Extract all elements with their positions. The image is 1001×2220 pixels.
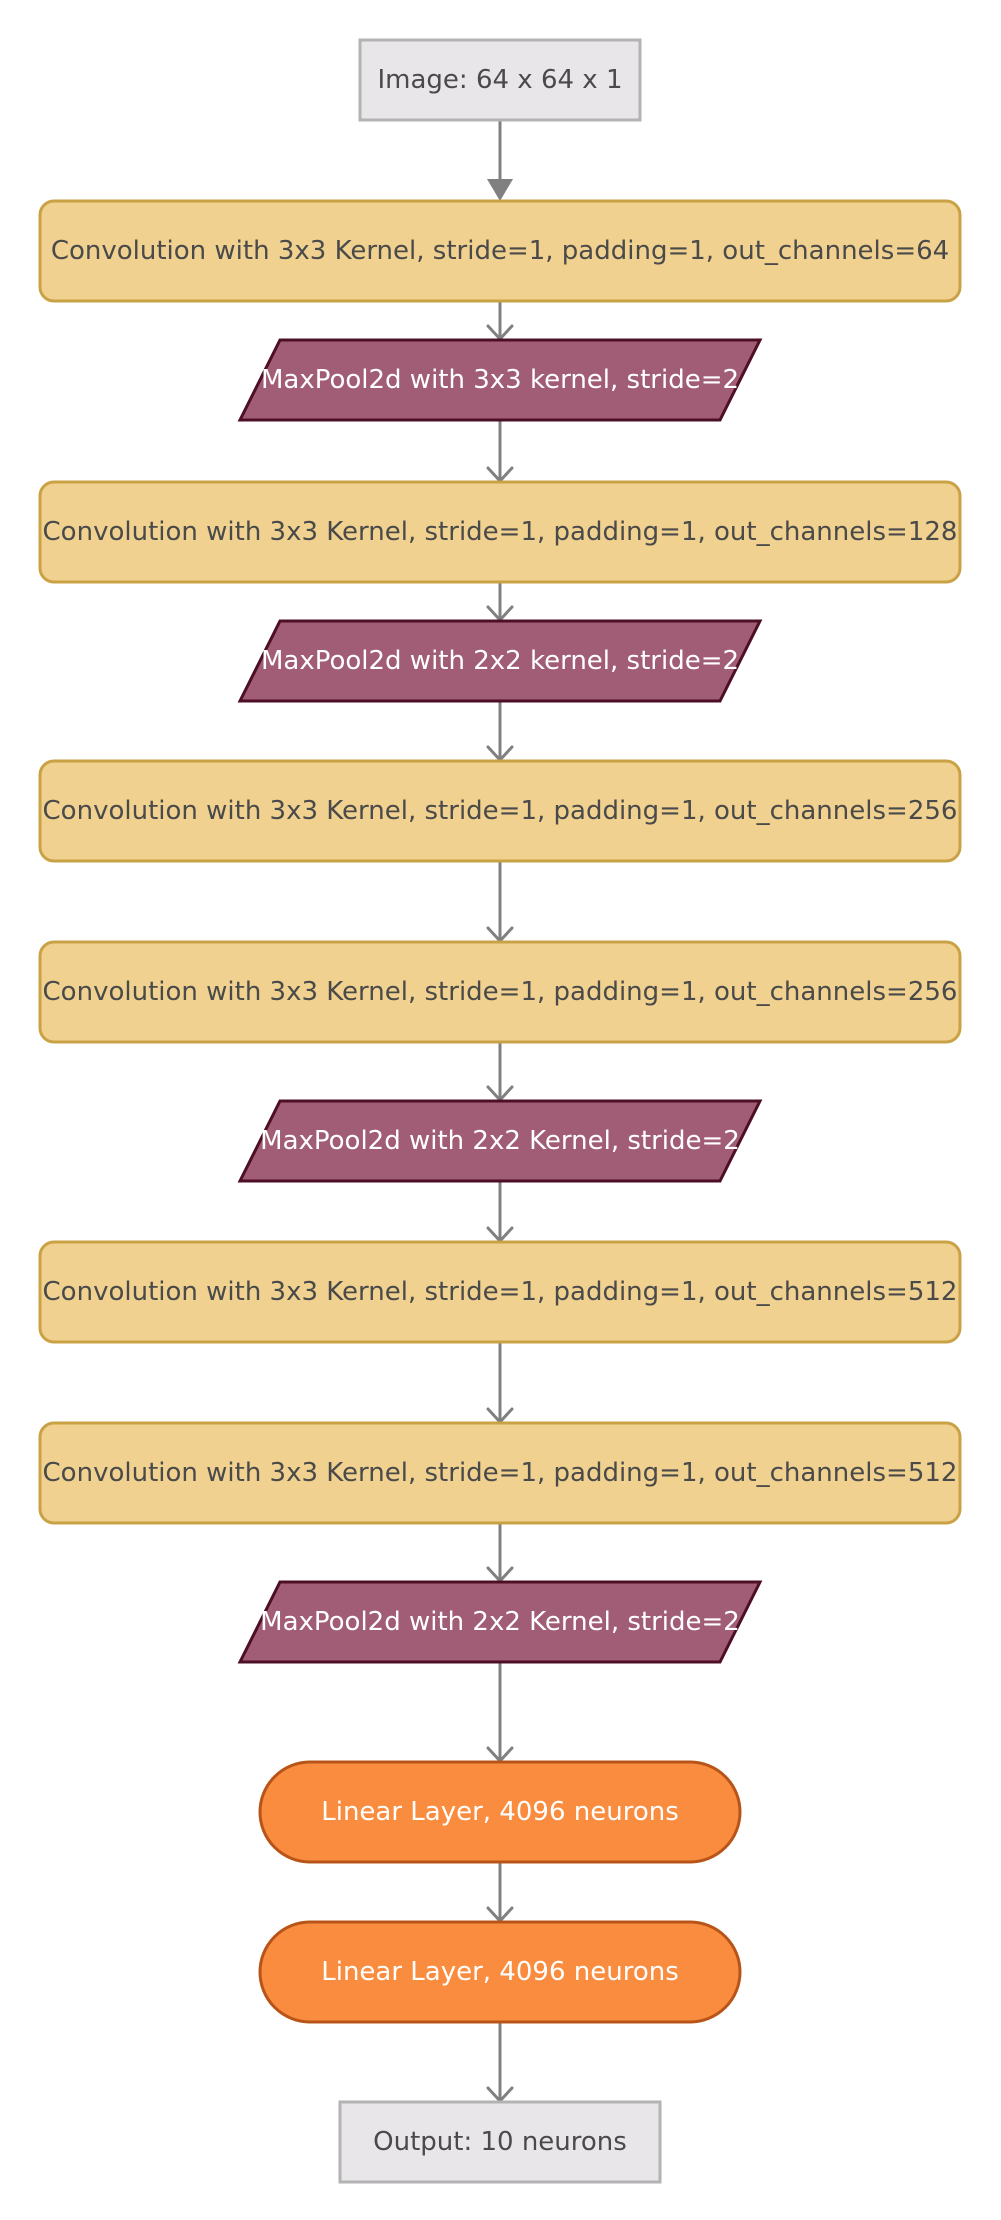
connector-linear2-to-output	[486, 2022, 514, 2103]
node-pool1: MaxPool2d with 3x3 kernel, stride=2	[237, 338, 763, 422]
connector-conv2-to-pool2	[486, 582, 514, 622]
node-conv3-label: Convolution with 3x3 Kernel, stride=1, p…	[43, 796, 958, 826]
node-conv5: Convolution with 3x3 Kernel, stride=1, p…	[38, 1240, 962, 1344]
node-conv2-label: Convolution with 3x3 Kernel, stride=1, p…	[43, 517, 958, 547]
node-linear2-shape	[258, 1920, 742, 2024]
connector-conv1-to-pool1	[486, 301, 514, 341]
node-conv6-label: Convolution with 3x3 Kernel, stride=1, p…	[43, 1458, 958, 1488]
node-input-label: Image: 64 x 64 x 1	[378, 65, 623, 95]
node-linear1-shape	[258, 1760, 742, 1864]
connector-pool2-to-conv3	[486, 701, 514, 762]
connector-pool3-to-conv5	[486, 1181, 514, 1243]
node-conv1-label: Convolution with 3x3 Kernel, stride=1, p…	[51, 236, 949, 266]
node-pool2: MaxPool2d with 2x2 kernel, stride=2	[237, 619, 763, 703]
node-layer: Image: 64 x 64 x 1 Convolution with 3x3 K…	[38, 38, 962, 2184]
connector-conv6-to-pool4	[486, 1523, 514, 1583]
node-conv6: Convolution with 3x3 Kernel, stride=1, p…	[38, 1421, 962, 1525]
node-conv5-label: Convolution with 3x3 Kernel, stride=1, p…	[43, 1277, 958, 1307]
connector-conv4-to-pool3	[486, 1042, 514, 1102]
connector-conv3-to-conv4	[486, 861, 514, 943]
node-pool2-label: MaxPool2d with 2x2 kernel, stride=2	[261, 646, 739, 676]
node-pool4-shape	[237, 1580, 763, 1664]
connector-linear1-to-linear2	[486, 1862, 514, 1923]
node-pool1-label: MaxPool2d with 3x3 kernel, stride=2	[261, 365, 739, 395]
node-pool3-shape	[237, 1099, 763, 1183]
node-linear1: Linear Layer, 4096 neurons	[258, 1760, 742, 1864]
node-conv1-shape	[38, 199, 962, 303]
node-pool2-shape	[237, 619, 763, 703]
node-conv2: Convolution with 3x3 Kernel, stride=1, p…	[38, 480, 962, 584]
node-output-shape	[338, 2100, 662, 2184]
node-pool3-label: MaxPool2d with 2x2 Kernel, stride=2	[260, 1126, 740, 1156]
node-pool1-shape	[237, 338, 763, 422]
node-pool4-label: MaxPool2d with 2x2 Kernel, stride=2	[260, 1607, 740, 1637]
node-linear2-label: Linear Layer, 4096 neurons	[321, 1957, 679, 1987]
node-pool4: MaxPool2d with 2x2 Kernel, stride=2	[237, 1580, 763, 1664]
node-conv3-shape	[38, 759, 962, 863]
connector-pool4-to-linear1	[486, 1662, 514, 1763]
node-output: Output: 10 neurons	[338, 2100, 662, 2184]
node-conv4-shape	[38, 940, 962, 1044]
node-linear2: Linear Layer, 4096 neurons	[258, 1920, 742, 2024]
node-input: Image: 64 x 64 x 1	[358, 38, 642, 122]
node-pool3: MaxPool2d with 2x2 Kernel, stride=2	[237, 1099, 763, 1183]
node-conv3: Convolution with 3x3 Kernel, stride=1, p…	[38, 759, 962, 863]
node-input-shape	[358, 38, 642, 122]
node-conv6-shape	[38, 1421, 962, 1525]
connector-pool1-to-conv2	[486, 420, 514, 483]
node-output-label: Output: 10 neurons	[373, 2127, 627, 2157]
connector-conv5-to-conv6	[486, 1342, 514, 1424]
node-conv4-label: Convolution with 3x3 Kernel, stride=1, p…	[43, 977, 958, 1007]
node-conv1: Convolution with 3x3 Kernel, stride=1, p…	[38, 199, 962, 303]
connector-input-to-conv1	[487, 120, 513, 201]
node-conv2-shape	[38, 480, 962, 584]
node-conv5-shape	[38, 1240, 962, 1344]
arrowhead	[487, 179, 513, 201]
node-linear1-label: Linear Layer, 4096 neurons	[321, 1797, 679, 1827]
node-conv4: Convolution with 3x3 Kernel, stride=1, p…	[38, 940, 962, 1044]
